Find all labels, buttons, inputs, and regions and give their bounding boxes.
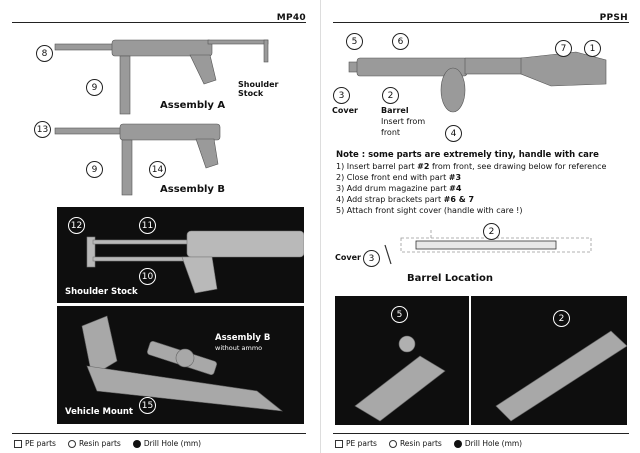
callout-5-photo: 5 — [391, 306, 408, 323]
circle-outline-icon — [388, 439, 397, 448]
mp40-assembly-b-drawing — [54, 123, 221, 196]
callout-15: 15 — [139, 397, 156, 414]
photo-caption-shoulder-stock: Shoulder Stock — [65, 287, 138, 297]
callout-2-photo: 2 — [553, 310, 570, 327]
callout-2-diagram: 2 — [483, 223, 500, 240]
assembly-b-label: Assembly B — [160, 184, 226, 195]
callout-9-b: 9 — [86, 161, 103, 178]
diagram-cover-label: Cover — [335, 253, 361, 262]
footer-rule — [12, 433, 306, 434]
legend-pe-parts: PE parts — [14, 439, 56, 448]
legend-drill-hole: Drill Hole (mm) — [132, 439, 201, 448]
square-icon — [335, 439, 343, 448]
callout-4: 4 — [445, 125, 462, 142]
barrel-label: Barrel — [381, 106, 409, 115]
callout-14: 14 — [149, 161, 166, 178]
barrel-sub-1: Insert from — [381, 117, 426, 126]
barrel-model-shape — [495, 330, 627, 422]
step-5: 5) Attach front sight cover (handle with… — [336, 206, 523, 215]
photo-front-sight-cover: 5 — [335, 296, 469, 425]
legend-resin-parts: Resin parts — [388, 439, 442, 448]
page-header-mp40: MP40 — [276, 13, 306, 23]
legend-pe-parts: PE parts — [335, 439, 377, 448]
circle-outline-icon — [67, 439, 76, 448]
callout-11: 11 — [139, 217, 156, 234]
right-page-ppsh: PPSH 5 6 7 1 3 2 4 Cover Barrel Insert f… — [320, 0, 640, 453]
photo-barrel-insert: 2 — [471, 296, 627, 425]
step-2: 2) Close front end with part #3 — [336, 173, 462, 182]
parts-legend-left: PE parts Resin parts Drill Hole (mm) — [14, 439, 201, 448]
square-icon — [14, 439, 22, 448]
barrel-location-label: Barrel Location — [407, 273, 494, 284]
callout-13: 13 — [34, 121, 51, 138]
callout-7: 7 — [555, 40, 572, 57]
photo-assembly-b-sub: without ammo — [215, 344, 263, 352]
legend-resin-parts: Resin parts — [67, 439, 121, 448]
callout-3: 3 — [333, 87, 350, 104]
page-header-ppsh: PPSH — [599, 13, 628, 23]
mp40-assembly-a-drawing — [54, 39, 269, 115]
assembly-a-label: Assembly A — [160, 100, 226, 111]
cover-label: Cover — [332, 106, 358, 115]
left-page-mp40: MP40 8 9 Assembly A Shoulder Stock 13 9 … — [12, 13, 306, 448]
shoulder-stock-model-shape — [86, 230, 304, 294]
callout-3-diagram: 3 — [363, 250, 380, 267]
filled-circle-icon — [132, 439, 141, 448]
sight-cover-model-shape — [354, 335, 446, 422]
callout-9-a: 9 — [86, 79, 103, 96]
callout-1: 1 — [584, 40, 601, 57]
callout-2: 2 — [382, 87, 399, 104]
photo-vehicle-mount: Assembly B without ammo 15 Vehicle Mount — [57, 306, 304, 424]
callout-6: 6 — [392, 33, 409, 50]
callout-12: 12 — [68, 217, 85, 234]
callout-5: 5 — [346, 33, 363, 50]
shoulder-stock-label-line1: Shoulder — [238, 80, 279, 89]
filled-circle-icon — [453, 439, 462, 448]
parts-legend-right: PE parts Resin parts Drill Hole (mm) — [335, 439, 522, 448]
legend-drill-hole: Drill Hole (mm) — [453, 439, 522, 448]
photo-assembly-b-label: Assembly B — [215, 333, 271, 343]
shoulder-stock-label-line2: Stock — [238, 89, 264, 98]
step-1: 1) Insert barrel part #2 from front, see… — [336, 162, 607, 171]
header-rule — [333, 22, 629, 23]
photo-caption-vehicle-mount: Vehicle Mount — [65, 407, 133, 417]
notes-title: Note : some parts are extremely tiny, ha… — [336, 150, 599, 160]
step-4: 4) Add strap brackets part #6 & 7 — [336, 195, 475, 204]
step-3: 3) Add drum magazine part #4 — [336, 184, 462, 193]
assembly-notes: Note : some parts are extremely tiny, ha… — [336, 150, 626, 216]
vehicle-mount-model-shape — [81, 315, 283, 412]
photo-shoulder-stock: 12 11 10 Shoulder Stock — [57, 207, 304, 303]
header-rule — [12, 22, 306, 23]
callout-10: 10 — [139, 268, 156, 285]
callout-8: 8 — [36, 45, 53, 62]
ppsh-drawing — [348, 51, 607, 113]
footer-rule — [333, 433, 629, 434]
barrel-sub-2: front — [381, 128, 401, 137]
